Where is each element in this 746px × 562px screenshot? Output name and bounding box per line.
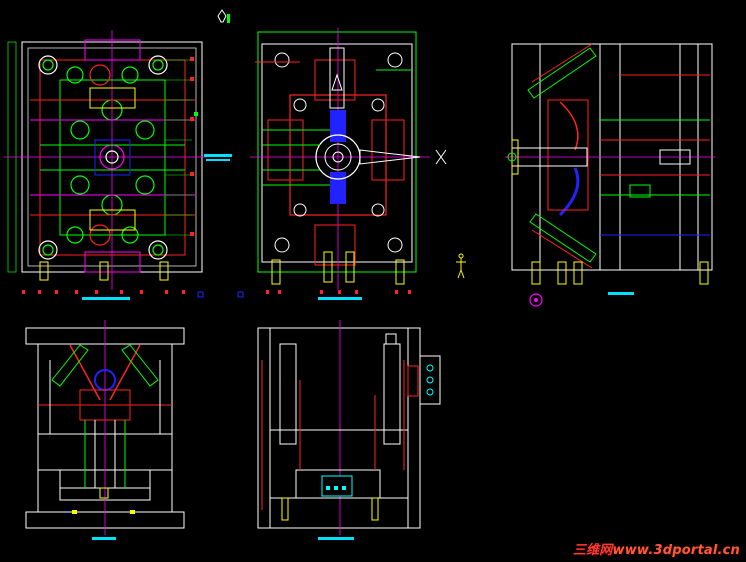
cavity-block <box>39 59 186 256</box>
cavity-box <box>547 99 589 211</box>
bottom-dims <box>39 261 169 281</box>
view-plan-fixed-half <box>250 28 447 300</box>
plate-outline <box>257 31 417 273</box>
center-disc-core <box>332 151 344 163</box>
cross-mark-icon <box>435 149 447 165</box>
insert-left <box>267 119 304 181</box>
view-label-bar <box>82 297 130 300</box>
small-tag <box>197 291 204 298</box>
view-label-bar <box>318 297 362 300</box>
part-curve-top <box>559 101 579 151</box>
part-marks <box>326 486 346 490</box>
arrow-up-icon <box>217 9 230 23</box>
slide-bottom <box>314 224 356 266</box>
slide-left <box>51 344 89 387</box>
bottom-ticks <box>266 290 411 294</box>
mold-outline <box>257 327 421 529</box>
sprue-channel <box>329 47 345 109</box>
angle-pin-left <box>69 344 101 401</box>
insert-right <box>371 119 405 181</box>
detail-clip <box>407 365 419 397</box>
view-plan-moving-half <box>4 30 232 300</box>
blue-insert-bottom <box>330 172 346 204</box>
leader-markers <box>190 57 194 236</box>
angled-slide-top-red <box>531 43 593 83</box>
view-side-section-2 <box>257 320 441 540</box>
part-curve-bottom <box>558 167 580 217</box>
sprue-arrow <box>331 73 343 91</box>
person-scale-icon <box>456 253 466 279</box>
locating-ring-icon <box>529 293 543 307</box>
view-front-section <box>25 320 185 540</box>
angle-pin-right <box>109 344 141 401</box>
red-leaders <box>261 360 405 510</box>
nozzle-tip <box>359 149 421 165</box>
side-label-bar-2 <box>206 159 230 161</box>
center-disc-inner <box>324 143 352 171</box>
watermark: 三维网www.3dportal.cn <box>573 539 740 558</box>
guide-post-left <box>279 343 297 445</box>
small-tag-2 <box>237 291 244 298</box>
guide-pin-circles <box>38 55 168 260</box>
view-label-bar <box>318 537 354 540</box>
feet <box>281 497 379 521</box>
watermark-url: www.3dportal.cn <box>612 543 740 558</box>
cooling-channels <box>255 61 412 186</box>
detail-circles <box>426 364 434 396</box>
slider-bottom <box>84 251 141 273</box>
slide-top <box>314 59 356 101</box>
ejector-pins <box>600 74 710 236</box>
slider-top <box>84 39 141 61</box>
side-label-bar <box>204 154 232 157</box>
slide-right <box>121 344 159 387</box>
bottom-ticks <box>22 290 185 294</box>
bottom-feet <box>271 251 405 285</box>
runner-block <box>289 94 387 216</box>
leader-lines <box>165 59 192 236</box>
locating-ring-core <box>534 298 538 302</box>
ejector-pins <box>38 360 172 488</box>
blue-insert-top <box>330 110 346 142</box>
green-marker <box>194 112 198 116</box>
view-side-section <box>505 43 715 307</box>
detail-box <box>419 355 441 405</box>
cooling-lines <box>30 87 195 231</box>
guide-post-right <box>383 343 401 445</box>
top-nub <box>385 333 397 345</box>
plate-inner <box>261 43 413 263</box>
watermark-chinese: 三维网 <box>572 543 613 558</box>
angled-slide-top <box>527 47 597 99</box>
guide-holes <box>274 52 403 253</box>
ejector-box <box>295 469 381 499</box>
angled-slide-bottom <box>529 213 597 263</box>
cavity-block-inner <box>59 79 166 236</box>
dim-markers <box>72 487 135 514</box>
view-label-bar <box>608 292 634 295</box>
sprue-bush-icon <box>507 152 517 162</box>
bottom-feet <box>531 261 709 285</box>
view-label-bar <box>92 537 116 540</box>
nozzle-flange <box>511 139 519 175</box>
